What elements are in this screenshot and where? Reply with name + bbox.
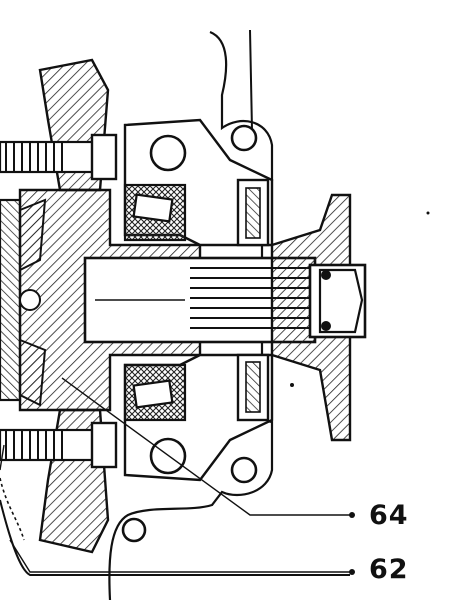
callout-label-64: 64 xyxy=(369,500,409,531)
lower-bolt xyxy=(0,421,118,469)
housing-outline-left xyxy=(0,29,350,576)
housing-outline-lower xyxy=(0,477,25,541)
mount-hole xyxy=(149,134,187,172)
roller-dot xyxy=(19,289,41,311)
upper-seal-core xyxy=(245,187,261,239)
lower-bearing xyxy=(123,363,187,422)
upper-bolt xyxy=(0,133,118,181)
mount-hole xyxy=(230,456,258,484)
gear-segment xyxy=(19,198,47,272)
leader-dot-64 xyxy=(349,512,355,518)
leader-line-64 xyxy=(61,377,350,516)
left-rim xyxy=(0,198,22,402)
upper-bearing xyxy=(123,183,187,242)
gear-segment xyxy=(19,338,47,407)
mount-hole xyxy=(230,124,258,152)
leader-dot-62 xyxy=(349,569,355,575)
mount-hole xyxy=(121,517,147,543)
housing-outline xyxy=(108,30,274,600)
lower-seal-core xyxy=(245,361,261,413)
callout-label-62: 62 xyxy=(369,554,409,585)
shaft-nut xyxy=(308,263,367,339)
leader-line-62 xyxy=(0,444,350,573)
